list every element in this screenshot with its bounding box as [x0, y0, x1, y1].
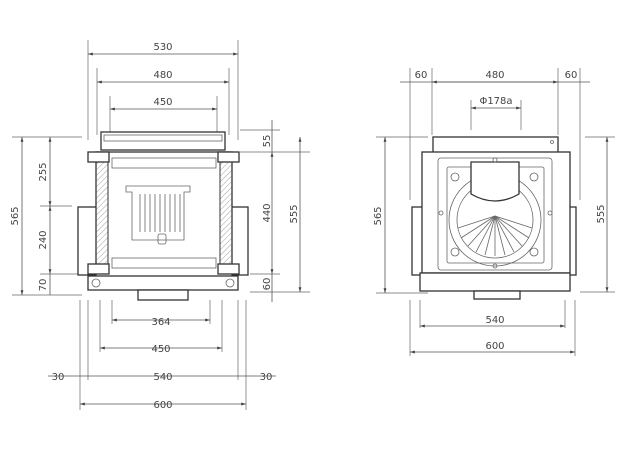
dim-label-540-side: 540 [485, 315, 504, 326]
dim-label-565-side: 565 [373, 206, 384, 225]
dim-label-60: 60 [262, 278, 273, 291]
dim-label-255: 255 [38, 162, 49, 181]
dim-label-70: 70 [38, 279, 49, 292]
dim-label-450-bottom: 450 [151, 344, 170, 355]
dim-label-30-left: 30 [52, 372, 65, 383]
dim-label-540: 540 [153, 372, 172, 383]
stove-side-body [411, 136, 577, 300]
dim-label-600-side: 600 [485, 341, 504, 352]
stove-front-body [77, 131, 249, 301]
dim-label-480-side: 480 [485, 70, 504, 81]
dim-label-55: 55 [262, 135, 273, 148]
dim-label-555-side: 555 [596, 204, 607, 223]
dim-label-flue-diameter: Φ178a [479, 96, 512, 107]
dim-label-600: 600 [153, 400, 172, 411]
dim-label-530: 530 [153, 42, 172, 53]
front-view: 530 480 450 565 255 240 70 55 440 60 555… [10, 40, 310, 411]
dim-label-240: 240 [38, 230, 49, 249]
side-view: 60 480 60 Φ178a 565 555 540 600 [373, 68, 615, 356]
dim-label-364: 364 [151, 317, 170, 328]
dim-label-30-right: 30 [260, 372, 273, 383]
dim-label-480: 480 [153, 70, 172, 81]
dim-label-565: 565 [10, 206, 21, 225]
dim-label-60-right: 60 [565, 70, 578, 81]
dim-label-440: 440 [262, 203, 273, 222]
dim-label-450: 450 [153, 97, 172, 108]
dim-label-60-left: 60 [415, 70, 428, 81]
dim-label-555: 555 [289, 204, 300, 223]
